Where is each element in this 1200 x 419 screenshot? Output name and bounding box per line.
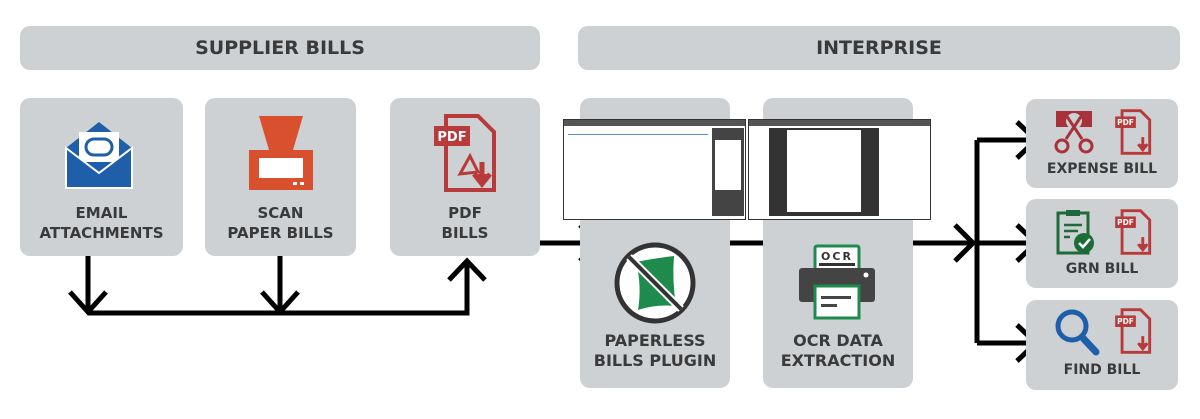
find-bill-box[interactable]: PDF FIND BILL [1026, 300, 1178, 390]
source-label-line2: BILLS [441, 224, 489, 242]
email-attachments-box: EMAIL ATTACHMENTS [20, 98, 183, 256]
interprise-header: INTERPRISE [578, 26, 1180, 70]
source-label-line1: PDF [448, 204, 482, 222]
output-label: FIND BILL [1063, 362, 1141, 378]
ocr-screenshot [748, 119, 931, 220]
process-label-line2: EXTRACTION [780, 351, 896, 370]
source-label-line2: ATTACHMENTS [39, 224, 164, 242]
arrow-to-outputs [913, 223, 977, 263]
scanner-icon [249, 116, 313, 190]
no-paper-icon [614, 242, 696, 324]
output-label: GRN BILL [1065, 261, 1139, 277]
output-label: EXPENSE BILL [1046, 161, 1158, 177]
ocr-printer-icon: OCR [799, 244, 875, 320]
pdf-icon: PDF [1115, 308, 1152, 354]
scissors-icon [1054, 111, 1094, 154]
arrow-scan-down [260, 256, 300, 316]
clipboard-check-icon [1056, 210, 1094, 255]
svg-text:PDF: PDF [437, 130, 466, 145]
connector-bottom-line [88, 257, 487, 316]
pdf-icon: PDF [1115, 109, 1152, 155]
arrow-email-down [68, 256, 108, 316]
pdf-icon: PDF [1115, 209, 1152, 255]
process-label-line2: BILLS PLUGIN [593, 351, 717, 370]
pdf-icon: PDF [434, 114, 496, 192]
source-label-line2: PAPER BILLS [227, 224, 334, 242]
process-label-line1: PAPERLESS [604, 331, 706, 350]
pdf-bills-box: PDF PDF BILLS [390, 98, 540, 256]
envelope-icon [65, 122, 133, 189]
branch-line [974, 137, 1035, 346]
source-label-line1: SCAN [257, 204, 304, 222]
svg-text:PDF: PDF [1117, 317, 1134, 326]
scan-paper-bills-box: SCAN PAPER BILLS [205, 98, 356, 256]
supplier-bills-header: SUPPLIER BILLS [20, 26, 540, 70]
plugin-screenshot [563, 119, 746, 220]
expense-bill-box[interactable]: PDF EXPENSE BILL [1026, 99, 1178, 188]
svg-text:PDF: PDF [1117, 118, 1134, 127]
svg-text:PDF: PDF [1117, 218, 1134, 227]
svg-text:OCR: OCR [821, 250, 853, 263]
grn-bill-box[interactable]: PDF GRN BILL [1026, 199, 1178, 288]
source-label-line1: EMAIL [75, 204, 128, 222]
magnifier-icon [1055, 309, 1100, 356]
process-label-line1: OCR DATA [793, 331, 883, 350]
